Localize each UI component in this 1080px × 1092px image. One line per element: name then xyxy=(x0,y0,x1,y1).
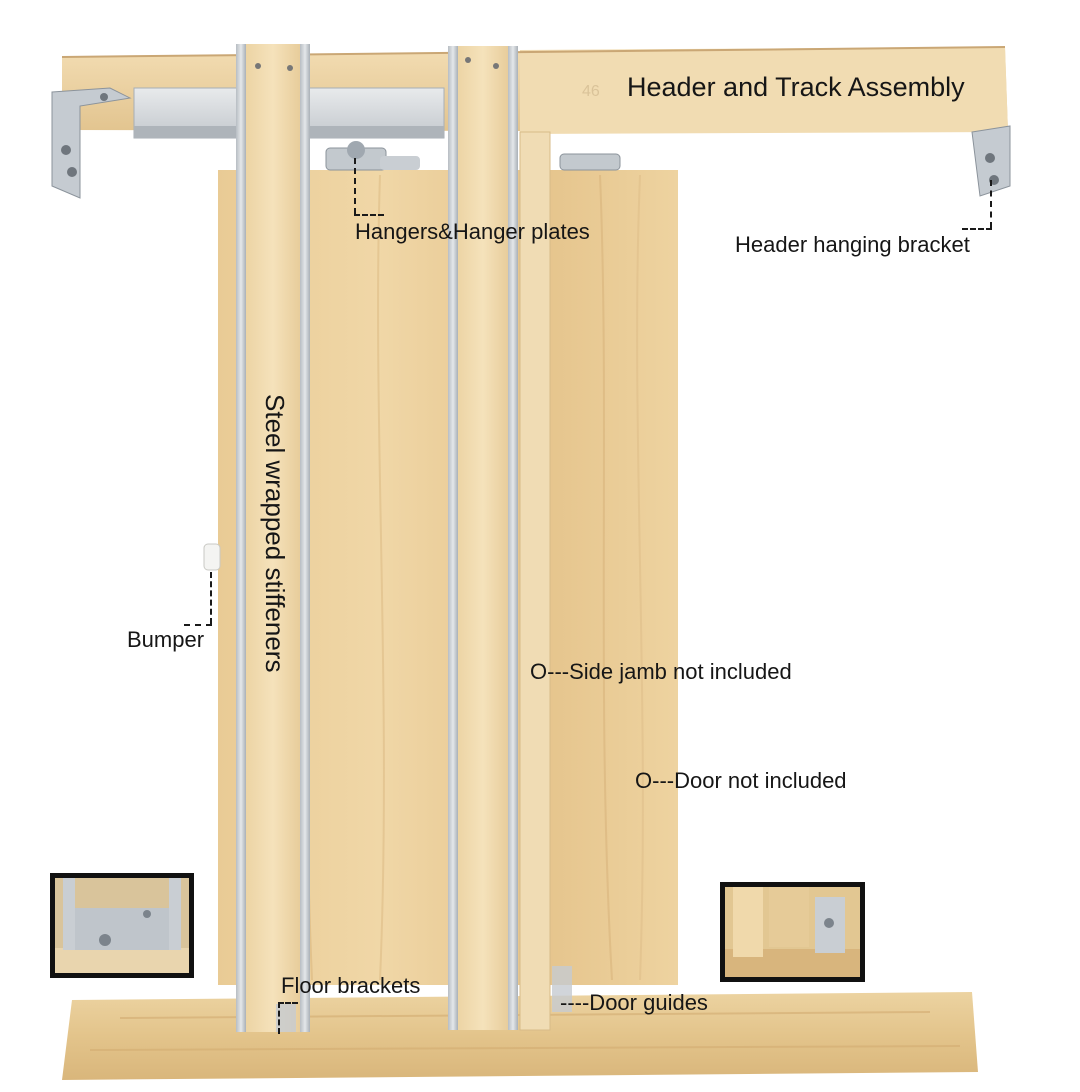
bracket-leader-h xyxy=(962,228,992,230)
floor-bracket-inset-image xyxy=(55,878,189,973)
hangers xyxy=(325,141,621,171)
right-header-bracket xyxy=(971,125,1011,197)
header-stamp: 46 xyxy=(582,83,600,100)
hangers-leader xyxy=(354,158,356,214)
middle-stiffener xyxy=(448,46,518,1030)
side-jamb xyxy=(519,131,551,1031)
bracket-leader xyxy=(990,180,992,228)
bumper-label: Bumper xyxy=(127,627,205,652)
floor-bracket-inset xyxy=(50,873,194,978)
steel-wrapped-stiffeners-label: Steel wrapped stiffeners xyxy=(260,394,290,673)
header-track-assembly-label: Header and Track Assembly xyxy=(627,72,965,102)
floor-bracket-leader xyxy=(278,1002,298,1004)
door-label: O---Door not included xyxy=(635,768,847,793)
floor-bracket-leader-v xyxy=(278,1002,280,1034)
side-jamb-label: O---Side jamb not included xyxy=(530,659,792,684)
floor-bracket-marks xyxy=(276,966,572,1032)
bumper-leader-h xyxy=(184,624,212,626)
door-guide-inset xyxy=(720,882,865,982)
hangers-leader-h xyxy=(354,214,384,216)
floor-brackets-label: Floor brackets xyxy=(281,973,421,998)
hangers-plates-label: Hangers&Hanger plates xyxy=(355,219,590,244)
bumper xyxy=(203,543,221,571)
left-stiffener xyxy=(236,44,310,1032)
door-guides-label: ----Door guides xyxy=(560,990,708,1015)
door-guide-inset-image xyxy=(725,887,860,977)
header-hanging-bracket-label: Header hanging bracket xyxy=(735,232,970,257)
left-header-bracket xyxy=(51,87,132,199)
bumper-leader xyxy=(210,572,212,624)
